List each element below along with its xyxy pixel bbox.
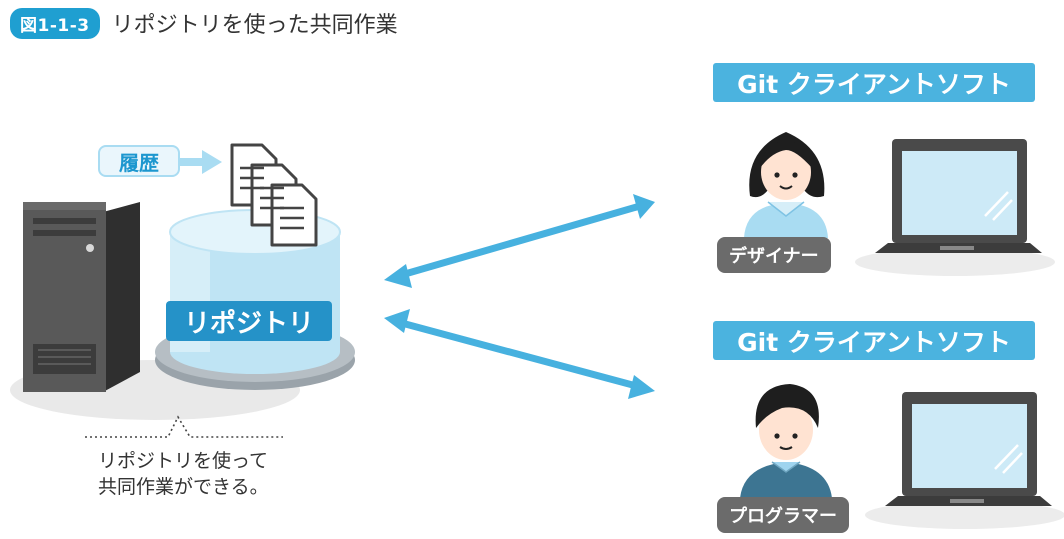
note-line-1: リポジトリを使って: [98, 450, 269, 472]
figure-number-badge: 図1-1-3: [10, 7, 100, 39]
double-arrow-icon-programmer: [384, 309, 655, 399]
programmer-person-icon: [740, 384, 832, 498]
programmer-laptop-shadow: [865, 501, 1064, 529]
repository-label: リポジトリ: [166, 301, 332, 341]
double-arrow-icon-designer: [384, 194, 655, 288]
designer-person-icon: [744, 132, 828, 238]
history-arrow-icon: [180, 150, 222, 174]
figure-title: リポジトリを使った共同作業: [111, 13, 398, 38]
laptop-icon-designer: [875, 139, 1042, 253]
note-callout-line: [85, 415, 283, 438]
server-icon: [23, 202, 140, 392]
role-badge-programmer: プログラマー: [717, 497, 849, 533]
laptop-icon-programmer: [885, 392, 1052, 506]
figure-header: 図1-1-3 リポジトリを使った共同作業: [10, 7, 398, 39]
git-client-label-designer: Git クライアントソフト: [713, 63, 1035, 102]
note-text: リポジトリを使って 共同作業ができる。: [98, 448, 269, 500]
git-client-label-programmer: Git クライアントソフト: [713, 321, 1035, 360]
database-cylinder-icon: [155, 209, 355, 390]
history-label: 履歴: [98, 145, 180, 177]
note-line-2: 共同作業ができる。: [98, 476, 269, 498]
designer-laptop-shadow: [855, 248, 1055, 276]
document-stack-icon: [230, 143, 318, 247]
role-badge-designer: デザイナー: [717, 237, 831, 273]
